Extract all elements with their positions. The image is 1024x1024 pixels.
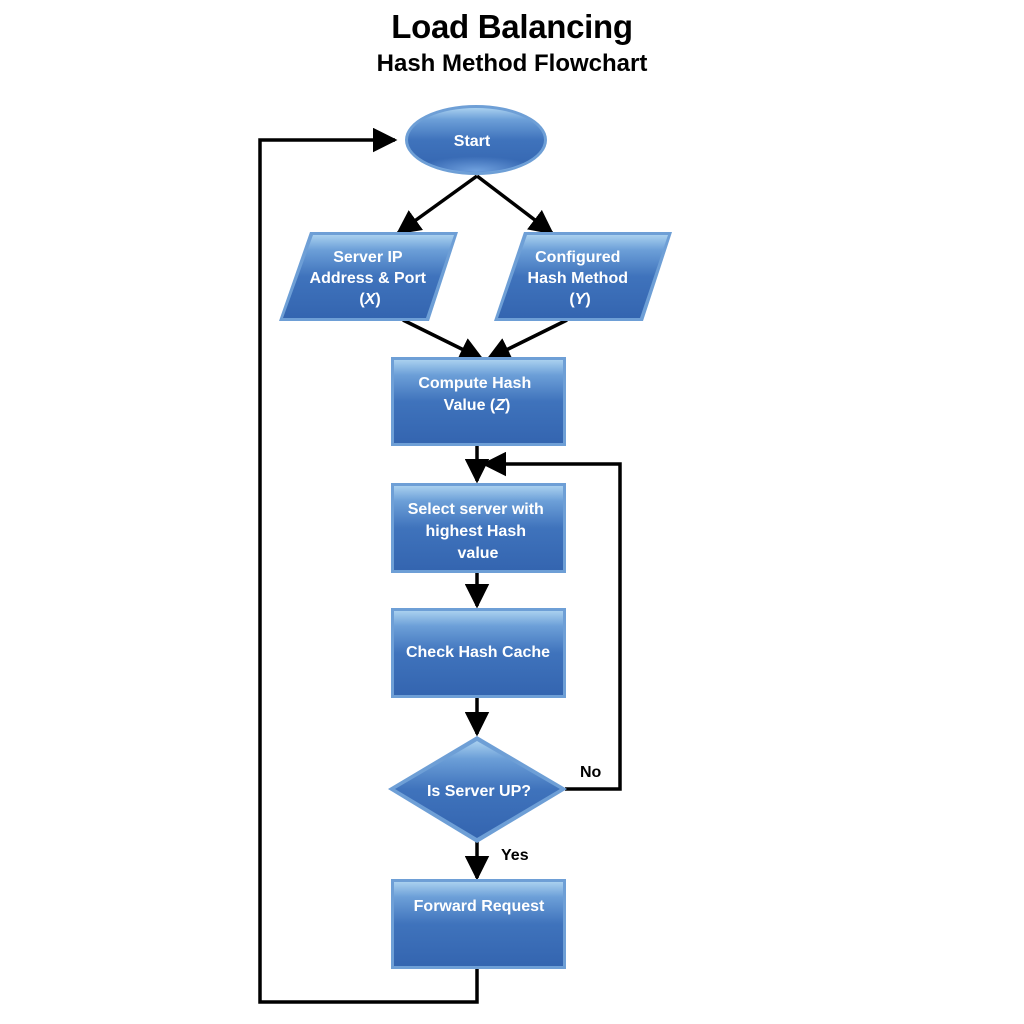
connectors [258,127,622,1004]
forward-request-label: Forward Request [414,898,545,915]
arrow-no-loop [481,451,622,791]
hash-method-input-node: Configured Hash Method (Y) [494,232,672,321]
forward-request-node: Forward Request [391,879,566,969]
server-ip-label: Server IP Address & Port (X) [310,249,431,308]
start-label: Start [454,133,491,150]
arrow-start-to-hash-method [475,174,554,235]
is-server-up-decision-node: Is Server UP? [388,736,567,843]
hash-method-label: Configured Hash Method (Y) [528,249,633,308]
no-edge-label: No [580,764,602,781]
arrow-server-ip-to-compute [402,318,485,361]
compute-hash-label: Compute Hash Value (Z) [418,375,535,414]
arrow-hash-method-to-compute [485,318,568,361]
start-node: Start [405,105,547,175]
server-ip-input-node: Server IP Address & Port (X) [279,232,458,321]
arrow-start-to-server-ip [396,174,479,235]
select-server-node: Select server with highest Hash value [391,483,566,573]
yes-edge-label: Yes [501,847,529,864]
is-server-up-label: Is Server UP? [427,783,531,800]
check-hash-cache-node: Check Hash Cache [391,608,566,698]
page-title: Load Balancing [391,8,633,45]
check-hash-cache-label: Check Hash Cache [406,644,550,661]
page-subtitle: Hash Method Flowchart [376,50,648,77]
select-server-label: Select server with highest Hash value [408,501,549,562]
arrow-forward-loop-to-start [258,127,479,1004]
compute-hash-node: Compute Hash Value (Z) [391,357,566,446]
